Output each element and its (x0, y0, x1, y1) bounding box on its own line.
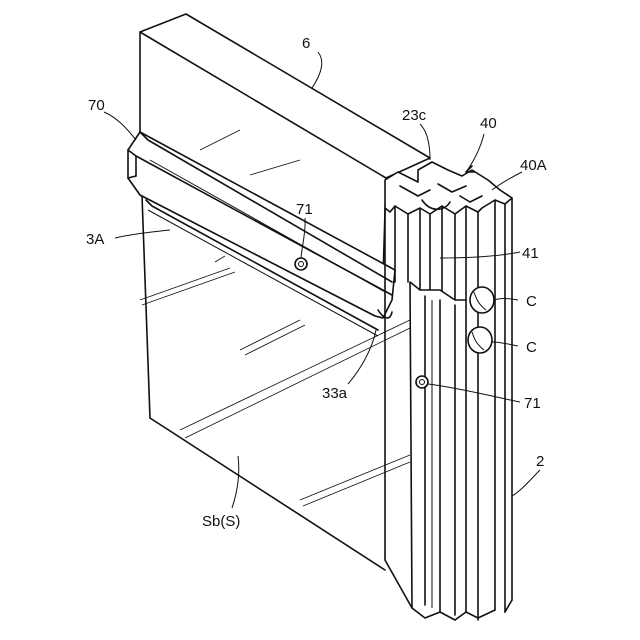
label-C-upper: C (526, 293, 537, 310)
vertical-profile (385, 162, 512, 620)
label-33a: 33a (322, 385, 348, 402)
label-23c: 23c (402, 107, 427, 124)
label-41: 41 (522, 245, 539, 262)
label-C-lower: C (526, 339, 537, 356)
label-40: 40 (480, 115, 497, 132)
label-71-bottom: 71 (524, 395, 541, 412)
label-6: 6 (302, 35, 310, 52)
horizontal-rail (128, 132, 395, 336)
label-71-top: 71 (296, 201, 313, 218)
label-40A: 40A (520, 157, 547, 174)
label-2: 2 (536, 453, 544, 470)
label-70: 70 (88, 97, 105, 114)
label-3A: 3A (86, 231, 104, 248)
label-Sb-S: Sb(S) (202, 513, 240, 530)
